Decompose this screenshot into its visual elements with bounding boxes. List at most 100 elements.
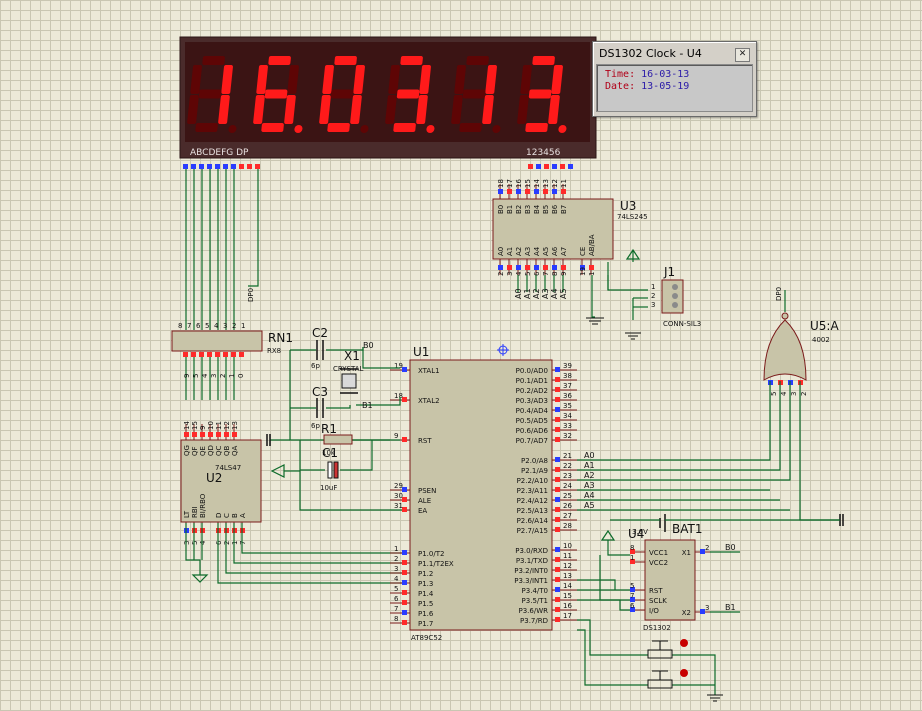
rn1-pin-num: 1	[241, 322, 245, 330]
rn1-pin-num: 2	[219, 374, 227, 378]
u3-a-num: 1	[588, 272, 596, 276]
c2-capacitor[interactable]: C2 6p	[311, 326, 328, 370]
u1-mcu-chip[interactable]: U1 AT89C52 19XTAL118XTAL29RST29PSEN30ALE…	[390, 345, 577, 642]
button-2[interactable]	[640, 669, 690, 689]
segment-f	[322, 65, 334, 94]
segment-e	[385, 95, 397, 124]
u1-pin-label: P0.5/AD5	[516, 417, 548, 425]
u3-b-num: 15	[524, 179, 532, 188]
x1-crystal[interactable]: X1 CRYSTAL	[333, 349, 364, 394]
u5-part: 4002	[812, 336, 830, 344]
u3-b-label: B0	[497, 205, 505, 214]
r1-resistor[interactable]: R1 10k	[321, 422, 353, 457]
u1-pin-num: 27	[563, 512, 572, 520]
u2-top-label: QC	[215, 445, 223, 456]
u2-bottom-label: LT	[183, 510, 191, 518]
u1-pin-num: 39	[563, 362, 572, 370]
u1-pin-num: 31	[394, 502, 403, 510]
u1-pin-label: P3.0/RXD	[515, 547, 548, 555]
u3-b-num: 11	[560, 179, 568, 188]
segment-a	[400, 56, 423, 65]
segment-b	[221, 65, 233, 94]
j1-connector[interactable]: J1 CONN-SIL3 1 2 3	[651, 265, 701, 328]
u3-a-num: 8	[551, 272, 559, 276]
u2-top-label: QG	[183, 445, 191, 456]
segment-b	[287, 65, 299, 94]
segment-g	[330, 89, 354, 99]
u3-a-num: 5	[524, 272, 532, 276]
u1-pin-label: XTAL2	[418, 397, 440, 405]
segment-e	[253, 95, 265, 124]
x1-part: CRYSTAL	[333, 365, 364, 373]
r1-value: 10k	[322, 449, 336, 457]
u4-pin-num: 2	[705, 544, 709, 552]
u1-pin-label: P2.1/A9	[521, 467, 548, 475]
u2-decoder-chip[interactable]: U2 74LS47 QG14QF15QE9QD10QC11QB12QA13LT3…	[180, 421, 262, 545]
segment-c	[548, 95, 560, 124]
segment-f	[256, 65, 268, 94]
u3-b-num: 16	[515, 179, 523, 188]
c3-capacitor[interactable]: C3 6p	[311, 385, 328, 430]
u1-pin-num: 22	[563, 462, 572, 470]
bat1-value: 3.6V	[632, 528, 648, 536]
u1-pin-label: P3.5/T1	[522, 597, 548, 605]
c1-capacitor[interactable]: C1 10uF	[320, 446, 339, 492]
seven-segment-display[interactable]: ABCDEFG DP 123456	[179, 36, 597, 159]
u1-pin-num: 7	[394, 605, 398, 613]
u1-ref: U1	[413, 345, 429, 359]
segment-d	[459, 123, 482, 132]
u1-pin-num: 32	[563, 432, 572, 440]
gnd-arrow-symbol	[270, 464, 300, 478]
ds1302-clock-window[interactable]: DS1302 Clock - U4 ✕ Time: 16-03-13 Date:…	[592, 41, 757, 117]
u2-bottom-label: C	[223, 513, 231, 518]
digit-label: 123456	[526, 148, 561, 158]
j1-ref: J1	[663, 265, 675, 279]
u5-wires	[608, 290, 840, 521]
window-titlebar[interactable]: DS1302 Clock - U4 ✕	[595, 44, 754, 62]
u4-pin-label: VCC2	[649, 559, 668, 567]
u2-ground-symbol	[191, 574, 209, 583]
bat1-battery[interactable]: BAT1 3.6V	[632, 514, 702, 536]
u1-pin-label: P0.4/AD4	[516, 407, 549, 415]
segment-c	[218, 95, 230, 124]
digit-1	[187, 56, 237, 133]
u1-pin-num: 28	[563, 522, 572, 530]
u1-pin-num: 13	[563, 572, 572, 580]
u3-a-label: A1	[506, 247, 514, 256]
u3-b-num: 13	[542, 179, 550, 188]
display-bus-wires	[185, 169, 259, 330]
u1-pin-num: 21	[563, 452, 572, 460]
close-icon[interactable]: ✕	[735, 48, 750, 62]
rn1-resistor-network[interactable]: RN1 RX8 DP0	[171, 288, 293, 355]
u3-b-label: B4	[533, 204, 541, 214]
segment-d	[327, 123, 350, 132]
segment-g	[264, 89, 288, 99]
u2-bottom-num: 1	[231, 541, 239, 545]
u1-pin-label: P2.0/A8	[521, 457, 548, 465]
u1-pin-label: P0.7/AD7	[516, 437, 548, 445]
button-1[interactable]	[640, 639, 690, 659]
u1-pin-num: 5	[394, 585, 398, 593]
u4-wires	[577, 519, 840, 695]
u2-top-num: 15	[191, 421, 199, 430]
u3-b-num: 14	[533, 179, 541, 188]
u2-ref: U2	[206, 471, 222, 485]
decimal-point	[492, 125, 501, 133]
date-row: Date: 13-05-19	[605, 81, 689, 92]
u1-pin-num: 38	[563, 372, 572, 380]
u1-pin-label: XTAL1	[418, 367, 440, 375]
u3-b-num: 12	[551, 179, 559, 188]
u5-pin-num: 4	[780, 391, 788, 396]
u1-pin-label: P3.3/INT1	[514, 577, 548, 585]
u3-a-label: A7	[560, 247, 568, 256]
u3-a-num: 6	[533, 271, 541, 276]
u3-a-label: AB/BA	[588, 234, 596, 256]
oscillator-wires	[270, 347, 402, 511]
u1-pin-label: P1.5	[418, 600, 433, 608]
u2-top-label: QA	[231, 445, 239, 456]
u3-buffer-chip[interactable]: U3 74LS245 B018B117B216B315B414B513B612B…	[492, 179, 648, 299]
